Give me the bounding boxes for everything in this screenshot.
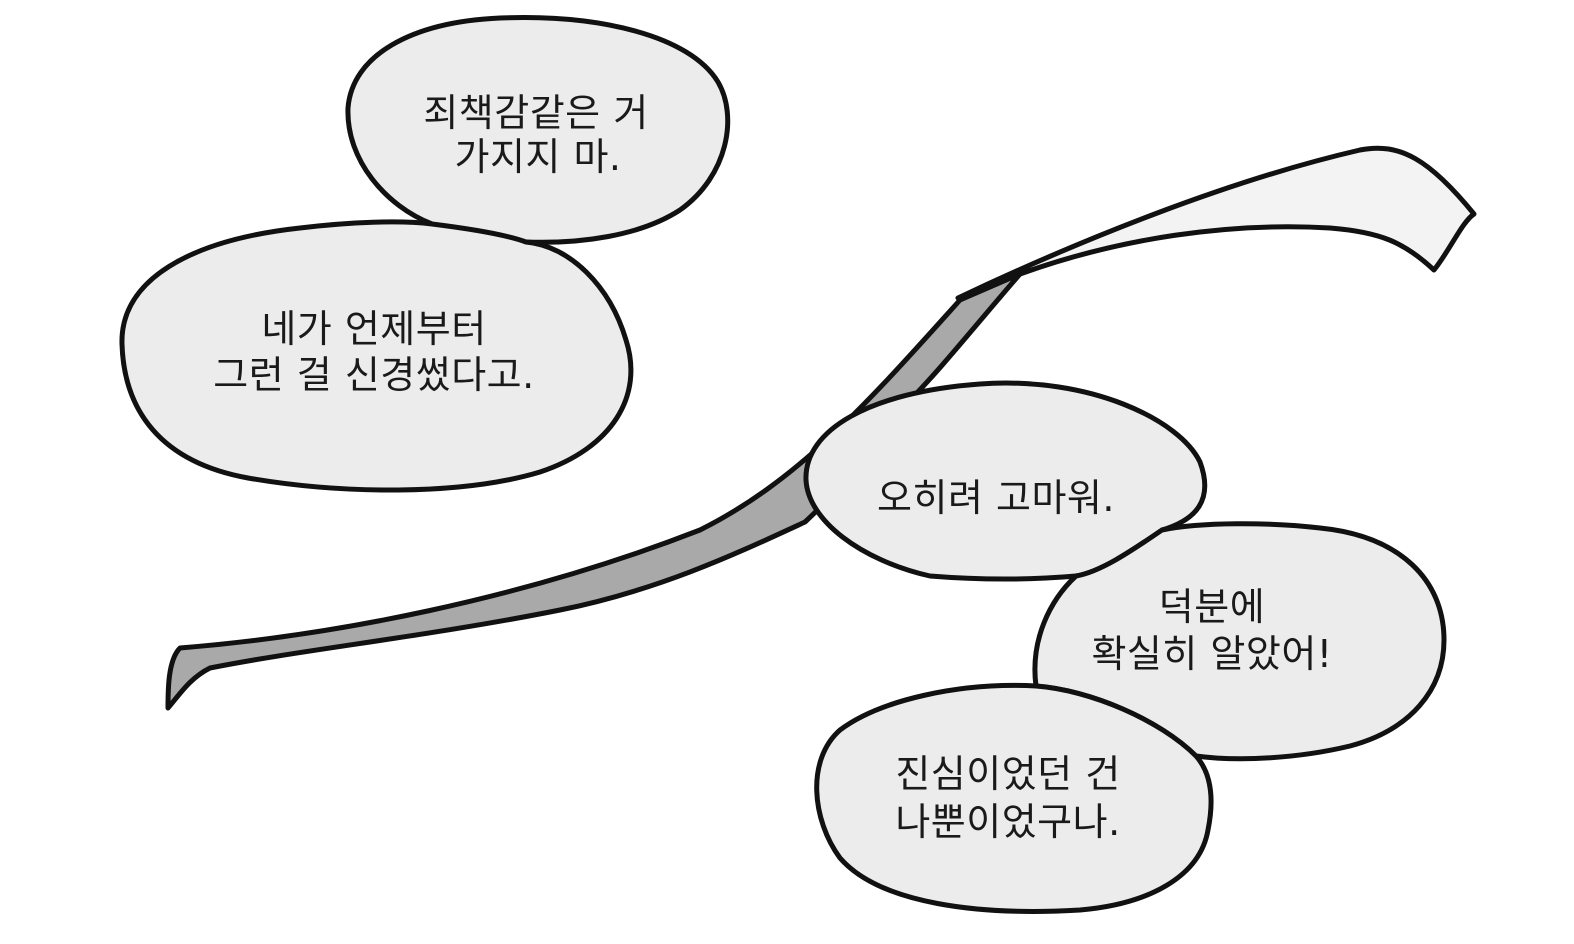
bubble-3-line-1: 오히려 고마워. xyxy=(877,476,1115,520)
speech-tail-light xyxy=(955,145,1477,301)
bubble-5-line-2: 나뿐이었구나. xyxy=(895,800,1121,844)
bubble-2-line-2: 그런 걸 신경썼다고. xyxy=(213,353,535,397)
bubble-4-line-2: 확실히 알았어! xyxy=(1091,632,1333,676)
bubble-2-line-1: 네가 언제부터 xyxy=(261,307,487,351)
bubble-5-line-1: 진심이었던 건 xyxy=(895,752,1121,796)
bubble-1-line-2: 가지지 마. xyxy=(454,135,622,179)
speech-tail-dark xyxy=(165,271,1023,711)
speech-bubble-1 xyxy=(345,15,731,245)
speech-bubble-5 xyxy=(814,682,1214,914)
bubble-1-line-1: 죄책감같은 거 xyxy=(423,91,649,135)
bubble-4-line-1: 덕분에 xyxy=(1158,585,1266,629)
speech-bubble-2 xyxy=(119,219,634,493)
